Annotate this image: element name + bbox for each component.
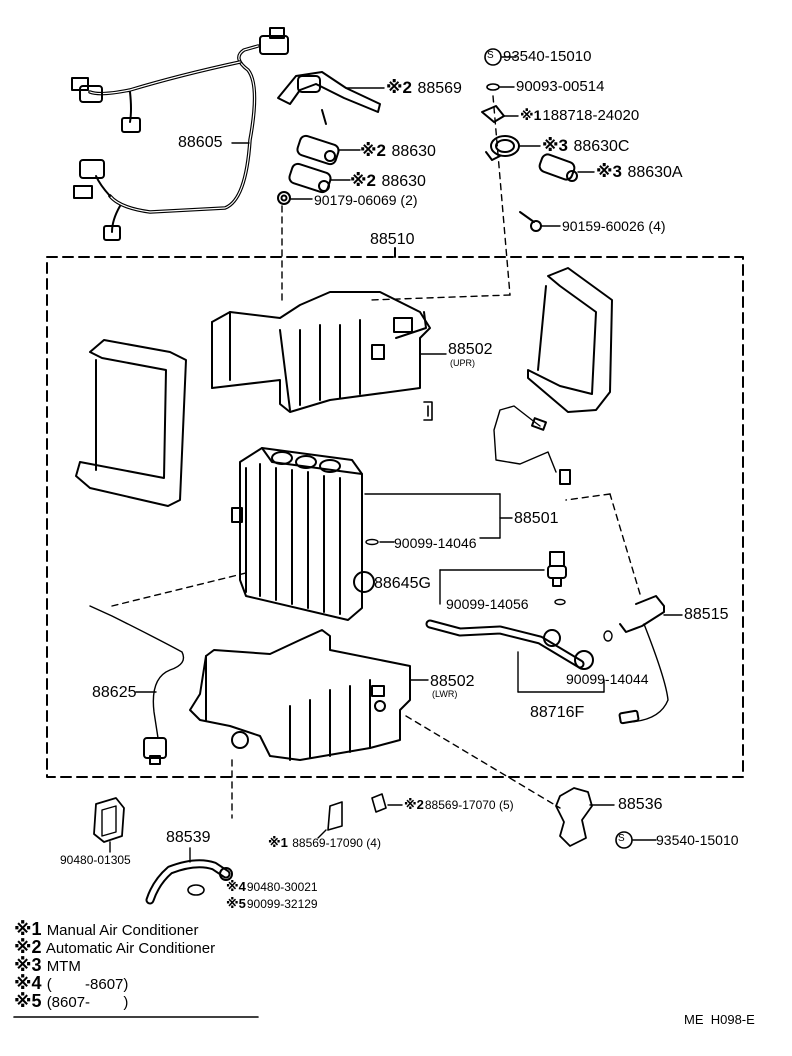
o-ring-90099-14056 [554,598,566,606]
switch-88630-lower [288,162,332,194]
seal-frame-right [527,267,613,413]
thermistor-88625 [89,605,185,765]
callout-90480-30021: ※490480-30021 [226,879,318,894]
drain-hose-88539 [145,859,233,905]
s-label-top: S [487,50,494,61]
callout-90159: 90159-60026 (4) [562,218,666,234]
callout-88502-lwr: 88502 [430,673,475,690]
footer-code: ME H098-E [684,1012,755,1027]
o-ring-90099-14046 [365,538,379,546]
callout-88510: 88510 [370,231,415,248]
bolt-90159 [519,211,542,232]
callout-88536: 88536 [618,796,663,813]
callout-90099-14056: 90099-14056 [446,596,529,612]
assembly-88510-boundary [46,256,744,778]
callout-88605: 88605 [178,134,223,151]
s-symbol-top [484,48,502,66]
screw-90179 [277,191,291,205]
callout-93540-bottom: 93540-15010 [656,832,739,848]
callout-188718: ※1188718-24020 [520,107,640,124]
pressure-switch [547,551,567,587]
legend-row-1: ※1 Manual Air Conditioner [14,919,199,939]
pipe-88716f [425,619,594,670]
callout-88515: 88515 [684,606,729,623]
sensor-88515 [618,595,669,725]
expansion-valve-88645g [353,571,375,593]
lower-case-88502 [189,629,411,761]
switch-88630-upper [296,134,340,166]
callout-88569: ※2 88569 [386,78,462,97]
callout-88502-upr: 88502 [448,341,493,358]
legend-row-5: ※5 (8607- ) [14,991,129,1011]
callout-90179: 90179-06069 (2) [314,192,418,208]
callout-88502-lwr-sub: (LWR) [432,689,458,699]
clip-88569-17090 [327,801,343,831]
callout-88569-17070: ※288569-17070 (5) [404,797,514,812]
callout-88630a: ※3 88630A [596,162,683,181]
callout-88625: 88625 [92,684,137,701]
bracket-88569 [277,71,381,125]
callout-88539: 88539 [166,829,211,846]
s-label-bottom: S [618,833,625,844]
callout-88501: 88501 [514,510,559,527]
callout-90093: 90093-00514 [516,78,605,95]
o-ring-90099-14044 [603,630,613,642]
callout-90099-32129: ※590099-32129 [226,896,318,911]
callout-88630-1: ※2 88630 [360,141,436,160]
callout-88630-2: ※2 88630 [350,171,426,190]
callout-90480-01305: 90480-01305 [60,853,131,867]
evaporator-88501 [231,447,363,621]
callout-88645g: 88645G [374,575,431,592]
s-symbol-bottom [615,831,633,849]
thermistor-wire [493,405,571,485]
clip-188718 [481,105,505,123]
drain-88536 [555,787,593,847]
upper-case-88502 [211,291,431,413]
o-ring-90093 [486,83,500,91]
callout-88630c: ※3 88630C [542,136,630,155]
clip-88569-17070 [371,793,387,813]
callout-90099-14046: 90099-14046 [394,535,477,551]
grommet-90480-30021 [187,884,205,896]
sensor-88630a [538,153,578,182]
seal-frame-left [75,339,187,507]
callout-88716f: 88716F [530,704,585,721]
legend-row-4: ※4 ( -8607) [14,973,129,993]
wire-harness-88605 [71,27,289,241]
clip-small [423,401,433,421]
callout-88569-17090: ※1 88569-17090 (4) [268,835,381,850]
callout-93540-top: 93540-15010 [503,48,592,65]
clamp-88630c [485,135,520,161]
legend-row-2: ※2 Automatic Air Conditioner [14,937,216,957]
legend-row-3: ※3 MTM [14,955,81,975]
grommet-90480-01305 [93,797,125,843]
mark-1: ※1 [520,107,542,123]
callout-90099-14044: 90099-14044 [566,671,649,687]
callout-88502-upr-sub: (UPR) [450,358,475,368]
